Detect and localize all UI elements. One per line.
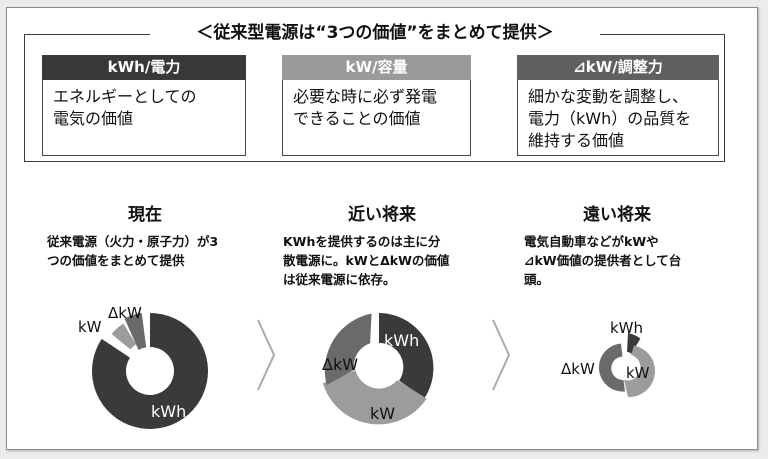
main-title: ＜従来型電源は“3つの価値”をまとめて提供＞ (150, 20, 600, 46)
donut-far-dkw-segment (598, 343, 625, 392)
desc-line: は従来電源に依存。 (283, 272, 396, 287)
value-body-kw: 必要な時に必ず発電 できることの価値 (282, 80, 471, 156)
value-line: エネルギーとしての (53, 87, 197, 106)
donut-far: kWh kW ΔkW (561, 319, 656, 398)
donut-far-dkw-label: ΔkW (561, 360, 595, 378)
desc-line: つの価値をまとめて提供 (47, 253, 185, 268)
value-line: 細かな変動を調整し、 (528, 87, 689, 106)
donut-now-kwh-segment (92, 313, 209, 429)
value-header-kw: kW/容量 (282, 55, 471, 80)
desc-line: 電気自動車などがkWや (524, 234, 659, 249)
arrow-now-to-near (257, 319, 276, 391)
value-line: 電力（kWh）の品質を (528, 109, 692, 128)
donut-near-kwh-segment (379, 313, 434, 399)
value-body-kwh: エネルギーとしての 電気の価値 (42, 80, 246, 156)
column-title-now: 現在 (128, 205, 162, 225)
donut-near: kWh kW ΔkW (322, 313, 434, 425)
donut-near-dkw-label: ΔkW (322, 355, 358, 374)
value-box-kw: kW/容量 必要な時に必ず発電 できることの価値 (282, 55, 471, 156)
desc-line: KWhを提供するのは主に分 (283, 234, 441, 249)
desc-line: 頭。 (524, 272, 550, 287)
value-header-dkw: ⊿kW/調整力 (517, 55, 719, 80)
donut-now-dkw-label: ΔkW (108, 304, 142, 322)
donut-far-kw-label: kW (626, 364, 650, 382)
donut-near-kw-label: kW (370, 404, 395, 423)
value-line: 維持する価値 (528, 131, 625, 150)
value-header-kwh: kWh/電力 (42, 55, 246, 80)
donut-far-kwh-segment (627, 333, 641, 354)
column-desc-near: KWhを提供するのは主に分 散電源に。kWとΔkWの価値 は従来電源に依存。 (283, 232, 493, 289)
desc-line: 散電源に。kWとΔkWの価値 (283, 253, 450, 268)
donut-near-kw-segment (322, 370, 427, 425)
value-body-dkw: 細かな変動を調整し、 電力（kWh）の品質を 維持する価値 (517, 80, 719, 156)
desc-line: 従来電源（火力・原子力）が3 (47, 234, 219, 249)
donut-near-kwh-label: kWh (384, 331, 419, 350)
donut-far-kw-segment (624, 345, 656, 398)
column-desc-now: 従来電源（火力・原子力）が3 つの価値をまとめて提供 (47, 232, 257, 270)
column-title-near: 近い将来 (348, 205, 416, 225)
value-box-kwh: kWh/電力 エネルギーとしての 電気の価値 (42, 55, 246, 156)
value-line: 電気の価値 (53, 109, 134, 128)
arrow-near-to-far (492, 319, 511, 391)
donut-now-kwh-label: kWh (151, 402, 186, 421)
desc-line: ⊿kW価値の提供者として台 (524, 253, 682, 268)
column-title-far: 遠い将来 (583, 205, 651, 225)
donut-far-kwh-label: kWh (610, 319, 643, 337)
donut-now-kw-label: kW (78, 318, 102, 336)
donut-now: kWh kW ΔkW (78, 304, 209, 429)
donut-near-dkw-segment (324, 313, 372, 385)
donut-now-dkw-segment (124, 312, 147, 350)
column-desc-far: 電気自動車などがkWや ⊿kW価値の提供者として台 頭。 (524, 232, 734, 289)
value-box-dkw: ⊿kW/調整力 細かな変動を調整し、 電力（kWh）の品質を 維持する価値 (517, 55, 719, 156)
value-line: 必要な時に必ず発電 (293, 87, 438, 106)
donut-now-kw-segment (111, 323, 137, 350)
value-line: できることの価値 (293, 109, 421, 128)
